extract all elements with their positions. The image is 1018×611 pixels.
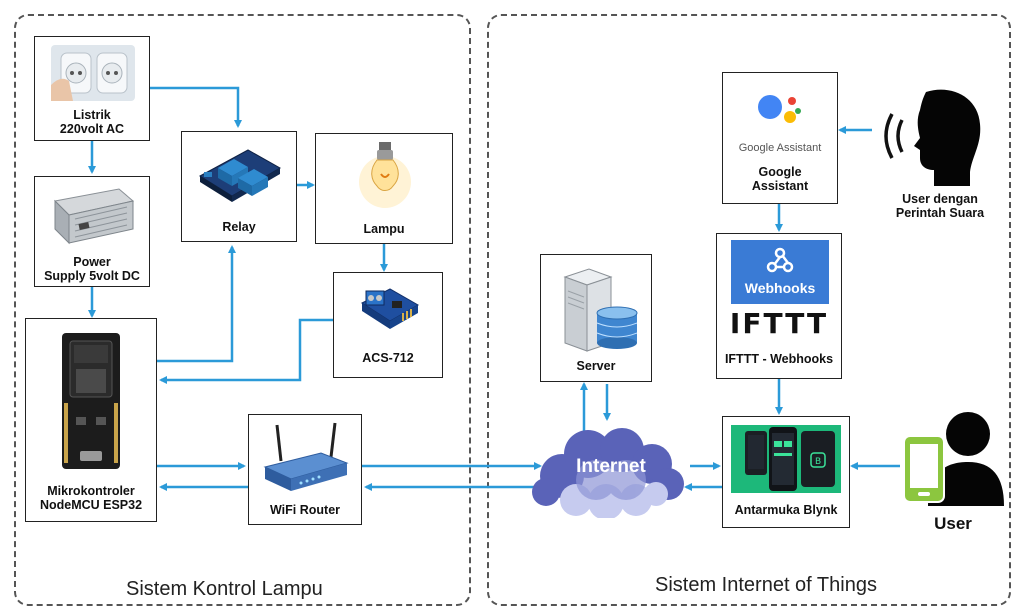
region-sistem-iot — [487, 14, 1011, 606]
internet-cloud-icon — [532, 428, 684, 518]
acs712-label: ACS-712 — [362, 351, 414, 365]
google-subtitle: Assistant — [751, 179, 809, 193]
node-acs712: ACS-712 — [333, 272, 443, 378]
google-logo-text: Google Assistant — [738, 142, 822, 154]
relay-label: Relay — [222, 220, 256, 234]
arrow-listrik-relay — [150, 86, 242, 128]
internet-label: Internet — [576, 456, 646, 477]
webhooks-icon — [766, 247, 794, 273]
server-database-icon — [563, 268, 638, 352]
light-bulb-icon — [359, 142, 411, 208]
user-with-phone-icon — [903, 412, 1004, 506]
current-sensor-icon — [360, 288, 420, 329]
webhooks-badge: Webhooks — [731, 240, 829, 304]
mcu-title: Mikrokontroler — [47, 484, 135, 498]
router-label: WiFi Router — [269, 503, 341, 517]
region-title-right: Sistem Internet of Things — [655, 574, 877, 596]
blynk-phones-icon: B — [745, 427, 835, 491]
node-antarmuka-blynk: B Antarmuka Blynk — [722, 416, 850, 528]
node-power-supply: Power Supply 5volt DC — [34, 176, 150, 287]
power-outlet-icon — [51, 45, 135, 101]
region-title-left: Sistem Kontrol Lampu — [126, 578, 323, 600]
esp32-board-icon — [62, 333, 120, 469]
node-server: Server — [540, 254, 652, 382]
server-label: Server — [576, 359, 616, 373]
google-title: Google — [758, 165, 802, 179]
listrik-voltage: 220volt AC — [59, 122, 125, 136]
blynk-label: Antarmuka Blynk — [734, 503, 838, 517]
listrik-title: Listrik — [73, 108, 111, 122]
blynk-screenshot: B — [731, 425, 841, 493]
power-supply-icon — [53, 188, 135, 245]
ifttt-logo-text: IFTTT — [729, 307, 829, 340]
node-google-assistant: Google Assistant Google Assistant — [722, 72, 838, 204]
node-wifi-router: WiFi Router — [248, 414, 362, 525]
relay-module-icon — [199, 149, 282, 202]
wifi-router-icon — [263, 422, 349, 491]
node-lampu: Lampu — [315, 133, 453, 244]
node-listrik: Listrik 220volt AC — [34, 36, 150, 141]
mcu-model: NodeMCU ESP32 — [39, 498, 143, 512]
ifttt-label: IFTTT - Webhooks — [724, 352, 834, 366]
voice-user-line1: User dengan — [902, 192, 978, 206]
arrow-acs-mcu — [159, 318, 333, 384]
power-title: Power — [73, 255, 111, 269]
arrow-mcu-relay — [157, 245, 236, 363]
webhooks-text: Webhooks — [744, 280, 816, 296]
power-spec: Supply 5volt DC — [44, 269, 140, 283]
speaking-person-icon — [884, 89, 981, 186]
node-ifttt-webhooks: Webhooks IFTTT IFTTT - Webhooks — [716, 233, 842, 379]
node-mikrokontroler: Mikrokontroler NodeMCU ESP32 — [25, 318, 157, 522]
lampu-label: Lampu — [363, 222, 405, 236]
svg-text:B: B — [815, 457, 821, 467]
region-sistem-kontrol-lampu — [14, 14, 471, 606]
voice-user-line2: Perintah Suara — [895, 206, 985, 220]
google-assistant-logo-icon — [758, 95, 801, 123]
node-relay: Relay — [181, 131, 297, 242]
user-label: User — [934, 514, 972, 533]
